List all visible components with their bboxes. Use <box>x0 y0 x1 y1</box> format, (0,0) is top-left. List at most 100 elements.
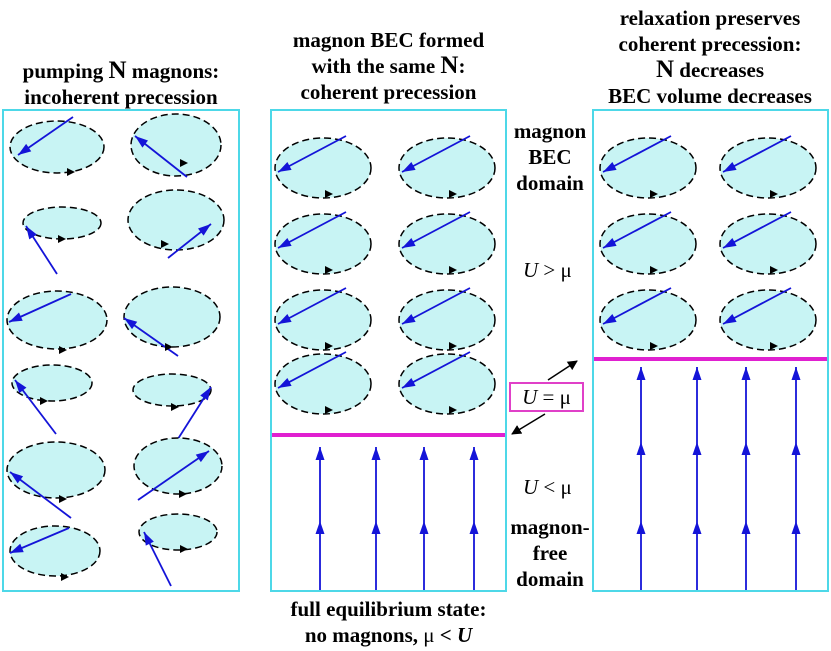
precession-direction-marker <box>325 190 333 198</box>
precession-ellipse <box>599 289 697 351</box>
precession-ellipse <box>133 437 223 495</box>
precession-direction-marker <box>61 573 69 581</box>
precession-ellipse <box>719 137 817 199</box>
equilibrium-arrowhead <box>741 521 751 534</box>
equilibrium-arrowhead <box>741 367 751 380</box>
middle-heading: magnon BEC formed with the same N: coher… <box>292 28 485 104</box>
equilibrium-arrowhead <box>371 521 381 534</box>
u-equals-mu-box: U = μ <box>509 382 584 412</box>
precession-ellipse <box>398 137 496 199</box>
equilibrium-arrowhead <box>741 442 751 455</box>
precession-ellipse <box>123 286 221 348</box>
equilibrium-arrowhead <box>636 521 646 534</box>
precession-ellipse <box>599 213 697 275</box>
precession-direction-marker <box>770 190 778 198</box>
magnetization-arrowhead <box>278 237 292 248</box>
equilibrium-arrowhead <box>315 521 325 534</box>
u-greater-mu-label: U > μ <box>523 258 572 282</box>
equilibrium-arrowhead <box>791 367 801 380</box>
precession-direction-marker <box>179 490 187 498</box>
precession-direction-marker <box>165 343 173 351</box>
magnetization-arrowhead <box>10 543 24 553</box>
magnetization-arrowhead <box>26 226 37 240</box>
precession-direction-marker <box>171 403 179 411</box>
precession-direction-marker <box>67 168 75 176</box>
precession-ellipse <box>274 137 372 199</box>
pointer-to-middle-wall <box>511 413 546 435</box>
precession-direction-marker <box>59 346 67 354</box>
magnon-free-domain-label: magnon- free domain <box>510 515 590 591</box>
precession-ellipse <box>719 213 817 275</box>
magnetization-arrowhead <box>402 377 416 388</box>
right-coherent-group <box>599 135 817 351</box>
precession-direction-marker <box>770 342 778 350</box>
precession-direction-marker <box>449 342 457 350</box>
precession-ellipse <box>274 353 372 415</box>
precession-ellipse <box>719 289 817 351</box>
precession-ellipse <box>398 289 496 351</box>
precession-direction-marker <box>180 159 188 167</box>
right-equilibrium-arrows <box>636 367 801 590</box>
magnetization-arrowhead <box>603 237 617 248</box>
middle-coherent-group <box>274 135 496 415</box>
equilibrium-footer: full equilibrium state: no magnons, μ < … <box>290 597 487 647</box>
precession-direction-marker <box>449 266 457 274</box>
magnetization-arrowhead <box>278 161 292 172</box>
magnetization-arrowhead <box>144 532 154 546</box>
magnetization-arrowhead <box>278 377 292 388</box>
precession-direction-marker <box>180 545 188 553</box>
left-panel <box>2 109 240 592</box>
precession-ellipse <box>274 213 372 275</box>
precession-direction-marker <box>650 266 658 274</box>
magnetization-arrowhead <box>18 143 32 155</box>
magnetization-vector <box>137 450 210 501</box>
precession-ellipse <box>9 525 101 577</box>
precession-ellipse <box>398 213 496 275</box>
equilibrium-arrowhead <box>692 367 702 380</box>
left-heading: pumping N magnons: incoherent precession <box>22 57 220 110</box>
precession-ellipse <box>6 290 108 350</box>
precession-direction-marker <box>325 342 333 350</box>
equilibrium-arrowhead <box>636 442 646 455</box>
equilibrium-arrowhead <box>791 442 801 455</box>
precession-direction-marker <box>161 240 169 248</box>
equilibrium-arrowhead <box>419 521 429 534</box>
precession-direction-marker <box>449 406 457 414</box>
equilibrium-arrowhead <box>419 447 429 460</box>
equilibrium-arrowhead <box>692 521 702 534</box>
precession-ellipse <box>9 120 105 174</box>
precession-ellipse <box>599 137 697 199</box>
magnetization-arrowhead <box>195 451 209 463</box>
middle-equilibrium-arrows <box>315 447 479 590</box>
equilibrium-arrowhead <box>636 367 646 380</box>
precession-direction-marker <box>449 190 457 198</box>
magnetization-arrowhead <box>402 237 416 248</box>
equilibrium-arrowhead <box>371 447 381 460</box>
precession-direction-marker <box>40 397 48 405</box>
magnetization-arrowhead <box>603 313 617 324</box>
precession-ellipse <box>11 364 93 402</box>
equilibrium-arrowhead <box>692 442 702 455</box>
magnetization-arrowhead <box>9 312 23 322</box>
u-less-mu-label: U < μ <box>523 475 572 499</box>
magnetization-arrowhead <box>198 224 211 236</box>
precession-ellipse <box>132 373 212 407</box>
magnetization-arrowhead <box>723 313 737 324</box>
pointer-to-right-wall <box>547 360 578 381</box>
magnetization-arrowhead <box>723 237 737 248</box>
precession-ellipse <box>274 289 372 351</box>
precession-direction-marker <box>59 495 67 503</box>
magnetization-arrowhead <box>723 161 737 172</box>
precession-ellipse <box>130 113 222 177</box>
precession-ellipse <box>6 441 106 499</box>
precession-direction-marker <box>650 342 658 350</box>
magnetization-arrowhead <box>603 161 617 172</box>
magnon-bec-domain-label: magnon BEC domain <box>513 119 587 195</box>
precession-direction-marker <box>325 266 333 274</box>
precession-direction-marker <box>58 235 66 243</box>
precession-direction-marker <box>650 190 658 198</box>
equilibrium-arrowhead <box>469 521 479 534</box>
equilibrium-arrowhead <box>315 447 325 460</box>
magnetization-arrowhead <box>278 313 292 324</box>
